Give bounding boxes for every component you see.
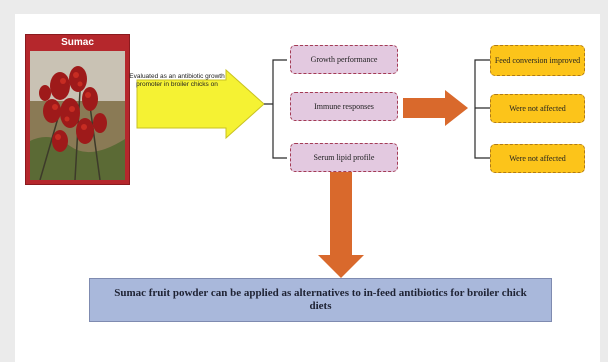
parameter-growth-performance: Growth performance (290, 45, 398, 74)
photo-title: Sumac (61, 37, 94, 48)
bracket-left (264, 59, 287, 159)
parameter-immune-responses: Immune responses (290, 92, 398, 121)
conclusion-box: Sumac fruit powder can be applied as alt… (89, 278, 552, 322)
sumac-photo (30, 51, 125, 180)
yellow-arrow (136, 68, 265, 140)
sumac-photo-card: Sumac (25, 34, 130, 185)
outcome-feed-conversion: Feed conversion improved (490, 45, 585, 76)
parameter-serum-lipid-profile: Serum lipid profile (290, 143, 398, 172)
outcome-lipid-not-affected: Were not affected (490, 144, 585, 173)
evaluated-text: Evaluated as an antibiotic growth promot… (129, 73, 225, 88)
orange-arrow-down (318, 172, 364, 278)
bracket-right (474, 59, 490, 159)
outcome-immune-not-affected: Were not affected (490, 94, 585, 123)
orange-arrow-right (403, 90, 468, 126)
sumac-plant-illustration (30, 51, 125, 180)
